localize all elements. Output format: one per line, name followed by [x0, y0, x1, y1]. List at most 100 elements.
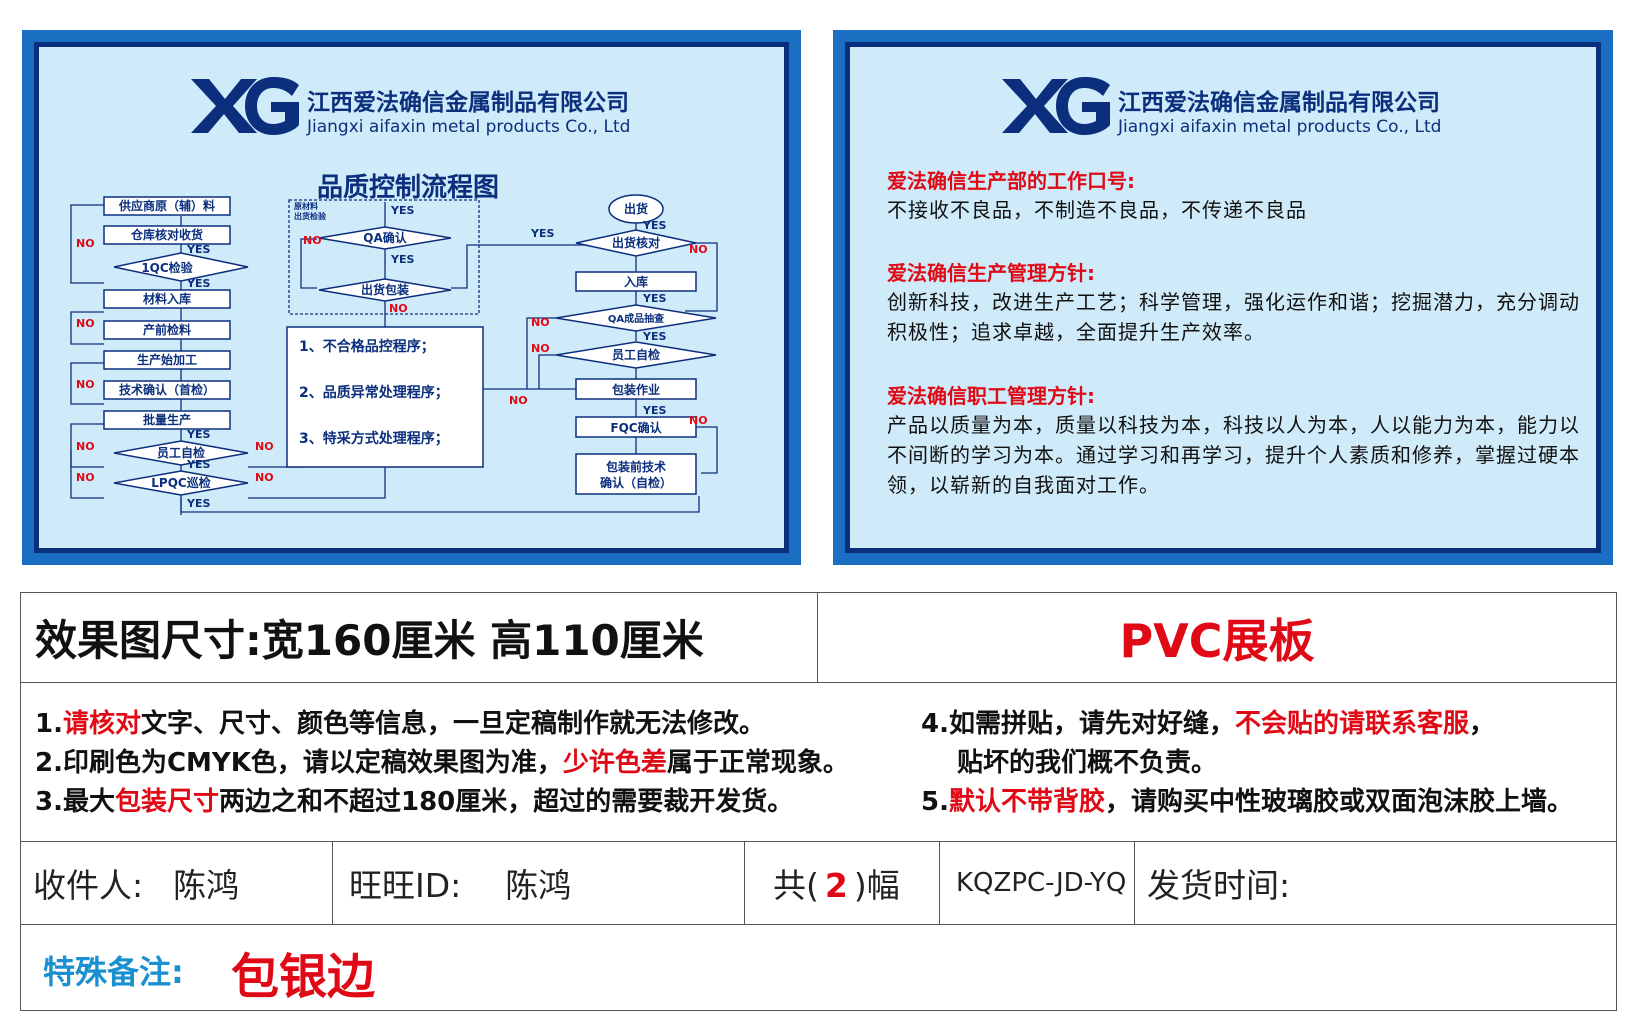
flowchart-title: 品质控制流程图: [317, 173, 500, 203]
recipient-value: 陈鸿: [173, 866, 240, 905]
production-policy-title: 爱法确信生产管理方针:: [887, 261, 1095, 285]
yes-label: YES: [186, 458, 210, 471]
node-storage: 入库: [624, 274, 648, 289]
flowchart-board: 江西爱法确信金属制品有限公司 Jiangxi aifaxin metal pro…: [34, 42, 789, 553]
slogan-title: 爱法确信生产部的工作口号:: [887, 169, 1135, 193]
yes-label: YES: [642, 292, 666, 305]
no-label: NO: [76, 378, 95, 391]
no-label: NO: [303, 234, 322, 247]
yes-labels: YES YES YES YES YES YES YES YES YES YES …: [186, 204, 666, 510]
no-label: NO: [689, 414, 708, 427]
production-policy-text: 创新科技，改进生产工艺；科学管理，强化运作和谐；挖掘潜力，充分调动积极性；追求卓…: [887, 290, 1580, 344]
wangwang-cell: 旺旺ID: 陈鸿: [332, 841, 745, 925]
wangwang-value: 陈鸿: [505, 866, 572, 905]
procedure-list: 1、不合格品控程序； 2、品质异常处理程序； 3、特采方式处理程序；: [299, 338, 449, 447]
note-4: 4.如需拼贴，请先对好缝，不会贴的请联系客服，: [921, 709, 1495, 739]
yes-label: YES: [186, 428, 210, 441]
procedure-1: 1、不合格品控程序；: [299, 338, 435, 355]
no-label: NO: [255, 471, 274, 484]
node-packing: 包装作业: [611, 382, 660, 397]
notes-row: 1.请核对文字、尺寸、颜色等信息，一旦定稿制作就无法修改。 2.印刷色为CMYK…: [19, 682, 1618, 842]
node-ship-pack: 出货包装: [361, 282, 409, 297]
node-production-start: 生产始加工: [137, 352, 197, 367]
no-label: NO: [509, 394, 528, 407]
node-pre-pack-2: 确认（自检）: [600, 475, 672, 490]
fields-row: 收件人: 陈鸿 旺旺ID: 陈鸿 共(2)幅 KQZPC-JD-YQ 发货时间:: [20, 841, 1618, 925]
no-label: NO: [689, 243, 708, 256]
node-supplier: 供应商原（辅）料: [118, 198, 215, 213]
yes-label: YES: [642, 330, 666, 343]
raw-material-labels: 原材料 出货检验: [294, 201, 327, 221]
no-label: NO: [255, 440, 274, 453]
company-name-en: Jiangxi aifaxin metal products Co., Ltd: [1118, 117, 1442, 137]
company-name-cn: 江西爱法确信金属制品有限公司: [1118, 90, 1440, 116]
node-material-in: 材料入库: [142, 291, 191, 306]
xg-logo-icon: [1002, 77, 1110, 135]
raw-label-1: 原材料: [294, 201, 318, 211]
node-warehouse-check: 仓库核对收货: [130, 227, 203, 242]
no-label: NO: [389, 302, 408, 315]
node-self-check: 员工自检: [157, 445, 205, 460]
yes-label: YES: [530, 227, 554, 240]
company-name-en: Jiangxi aifaxin metal products Co., Ltd: [307, 117, 631, 137]
count-cell: 共(2)幅: [744, 841, 940, 925]
size-cell: 效果图尺寸:宽160厘米 高110厘米: [20, 592, 818, 683]
node-shipment: 出货: [624, 201, 648, 216]
procedure-2: 2、品质异常处理程序；: [299, 384, 449, 401]
staff-policy-title: 爱法确信职工管理方针:: [887, 384, 1095, 408]
size-value: 宽160厘米 高110厘米: [261, 616, 704, 665]
remark-row: 特殊备注: 包银边: [19, 924, 1618, 1011]
note-3: 3.最大包装尺寸两边之和不超过180厘米，超过的需要裁开发货。: [35, 787, 794, 817]
no-label: NO: [76, 237, 95, 250]
no-label: NO: [531, 342, 550, 355]
material-cell: PVC展板: [816, 592, 1618, 683]
procedure-3: 3、特采方式处理程序；: [299, 430, 449, 447]
xg-logo-icon: [191, 77, 299, 135]
node-lpqc: LPQC巡检: [151, 475, 210, 490]
no-label: NO: [76, 471, 95, 484]
node-fqc: FQC确认: [610, 420, 662, 435]
yes-label: YES: [186, 277, 210, 290]
ship-time-cell: 发货时间:: [1133, 841, 1618, 925]
no-label: NO: [76, 317, 95, 330]
recipient-cell: 收件人: 陈鸿: [20, 841, 333, 925]
material-label: PVC展板: [1119, 613, 1315, 668]
node-pre-inspection: 产前检料: [143, 322, 191, 337]
slogan-text: 不接收不良品，不制造不良品，不传递不良品: [887, 198, 1307, 222]
flowchart-panel: 江西爱法确信金属制品有限公司 Jiangxi aifaxin metal pro…: [22, 30, 801, 565]
remark-label: 特殊备注:: [43, 953, 184, 991]
node-pre-pack-1: 包装前技术: [605, 459, 666, 474]
no-label: NO: [76, 440, 95, 453]
ship-time-label: 发货时间:: [1147, 866, 1291, 905]
no-label: NO: [531, 316, 550, 329]
raw-label-2: 出货检验: [294, 211, 327, 221]
wangwang-label: 旺旺ID:: [349, 866, 462, 905]
flow-node-labels: 供应商原（辅）料 仓库核对收货 1QC检验 材料入库 产前检料 生产始加工 技术…: [118, 198, 672, 490]
count-suffix: )幅: [853, 866, 900, 905]
count-value: 2: [824, 866, 848, 905]
flow-shapes: [103, 194, 717, 496]
node-self-check-2: 员工自检: [612, 347, 660, 362]
node-tech-confirm: 技术确认（首检）: [119, 382, 215, 397]
company-name-cn: 江西爱法确信金属制品有限公司: [307, 90, 629, 116]
yes-label: YES: [642, 219, 666, 232]
order-info-table: 效果图尺寸:宽160厘米 高110厘米 PVC展板 1.请核对文字、尺寸、颜色等…: [19, 592, 1618, 1011]
yes-label: YES: [186, 497, 210, 510]
recipient-label: 收件人:: [33, 866, 144, 905]
node-qa-confirm: QA确认: [363, 230, 407, 245]
yes-label: YES: [390, 204, 414, 217]
product-code: KQZPC-JD-YQ: [956, 868, 1127, 898]
yes-label: YES: [642, 404, 666, 417]
note-4-continued: 贴坏的我们概不负责。: [957, 748, 1218, 778]
node-qa-sampling: QA成品抽查: [608, 312, 665, 325]
notes-cell: 1.请核对文字、尺寸、颜色等信息，一旦定稿制作就无法修改。 2.印刷色为CMYK…: [19, 682, 1618, 842]
note-2: 2.印刷色为CMYK色，请以定稿效果图为准，少许色差属于正常现象。: [35, 748, 849, 778]
staff-policy-text: 产品以质量为本，质量以科技为本，科技以人为本，人以能力为本，能力以不间断的学习为…: [887, 413, 1580, 497]
policy-board: 江西爱法确信金属制品有限公司 Jiangxi aifaxin metal pro…: [845, 42, 1601, 553]
yes-label: YES: [390, 253, 414, 266]
remark-value: 包银边: [231, 949, 376, 1005]
node-mass-production: 批量生产: [143, 412, 191, 427]
no-labels: NO NO NO NO NO NO NO NO NO NO NO NO NO N…: [76, 234, 708, 484]
count-prefix: 共(: [773, 866, 819, 905]
quality-flowchart: 供应商原（辅）料 仓库核对收货 1QC检验 材料入库 产前检料 生产始加工 技术…: [70, 194, 718, 515]
